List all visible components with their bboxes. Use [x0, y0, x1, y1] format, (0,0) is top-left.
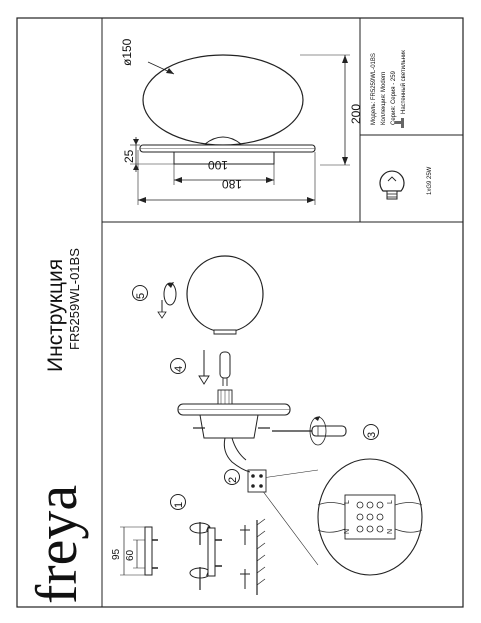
screwdriver-icon — [272, 416, 347, 446]
wire-label-n-bottom: N — [387, 528, 394, 534]
spec-series: Серия: Серия - 259 — [391, 71, 397, 125]
spec-model-value: FR5259WL-01BS — [371, 53, 377, 101]
page-title: Инструкция — [44, 258, 67, 372]
dim-base-width: 100 — [207, 158, 228, 172]
terminal-block — [247, 469, 267, 493]
dim-diameter: ø150 — [120, 38, 134, 66]
rotate-icon — [157, 282, 177, 319]
spec-type: Настенный светильник — [401, 50, 407, 114]
spec-model: Модель: FR5259WL-01BS — [371, 53, 377, 125]
spec-series-label: Серия: — [391, 105, 397, 125]
mount-dim-a: 95 — [111, 548, 122, 560]
lamp-base — [173, 151, 275, 165]
bulb-insert-drawing — [198, 350, 231, 386]
arrow-down-icon — [198, 350, 210, 385]
lamp-assembly-drawing — [177, 389, 291, 473]
wire-label-l-top: L — [344, 500, 351, 504]
step-markers — [132, 285, 379, 510]
mount-dim-b: 60 — [125, 549, 136, 561]
spec-collection: Коллекция: Modern — [381, 72, 387, 125]
wire-label-l-bottom: L — [387, 500, 394, 504]
dim-height: 200 — [349, 103, 363, 124]
dim-base-depth: 25 — [122, 149, 136, 163]
dim-total-width: 180 — [221, 177, 242, 191]
wiring-detail — [247, 458, 423, 576]
model-code: FR5259WL-01BS — [67, 248, 82, 350]
step-number: 3 — [366, 431, 378, 438]
lamp-globe — [142, 54, 304, 146]
spec-lamp: 1xG9 25W — [427, 166, 433, 195]
spec-collection-value: Modern — [381, 71, 387, 92]
spec-collection-label: Коллекция: — [381, 93, 387, 125]
spec-model-label: Модель: — [371, 101, 377, 125]
step-number: 4 — [173, 365, 185, 372]
globe-install-drawing — [157, 255, 264, 335]
page-frame — [16, 17, 464, 608]
lightbulb-icon — [379, 170, 405, 200]
mount-bracket-drawing — [120, 518, 266, 595]
lamp-neck — [204, 136, 242, 145]
dimension-drawing — [130, 54, 350, 205]
step-number: 1 — [173, 501, 185, 508]
wall-lamp-pictogram — [395, 118, 404, 128]
wire-label-n-top: N — [344, 528, 351, 534]
spec-series-value: Серия - 259 — [391, 71, 397, 105]
spec-type-value: Настенный светильник — [401, 50, 407, 114]
step-number: 5 — [135, 292, 147, 299]
brand-logo: freya — [24, 484, 89, 604]
step-number: 2 — [227, 476, 239, 483]
